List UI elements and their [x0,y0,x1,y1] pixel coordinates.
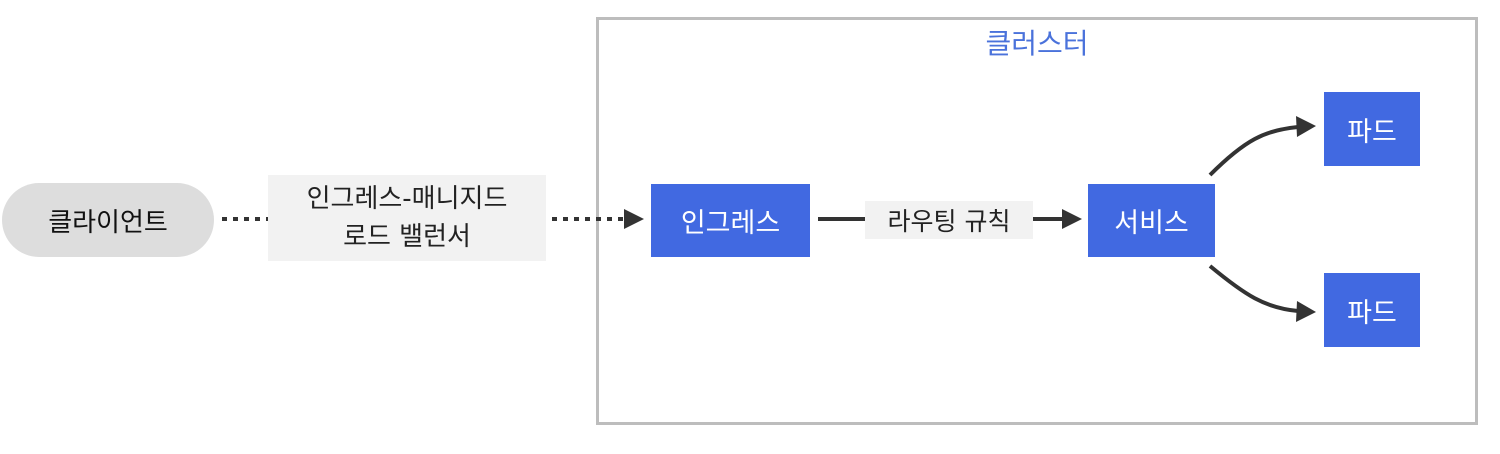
client-node: 클라이언트 [2,183,214,257]
load-balancer-line1: 인그레스-매니지드 [306,184,508,214]
client-to-ingress-arrowhead [624,209,644,229]
pod-label: 파드 [1347,116,1397,148]
routing-rule-label: 라우팅 규칙 [865,201,1033,239]
service-to-pod-bottom-arrow [1208,264,1299,313]
pod-label: 파드 [1347,297,1397,329]
ingress-node: 인그레스 [651,184,810,257]
cluster-label: 클러스터 [985,27,1089,60]
ingress-label: 인그레스 [680,208,781,239]
pod-node-top: 파드 [1324,92,1420,166]
load-balancer-label: 인그레스-매니지드 로드 밸런서 [268,175,546,261]
ingress-to-service-arrowhead [1062,209,1082,229]
service-label: 서비스 [1114,208,1189,239]
service-to-pod-top-arrow [1208,125,1299,177]
pod-node-bottom: 파드 [1324,273,1420,347]
client-label: 클라이언트 [48,207,168,238]
service-to-pod-top-arrowhead [1296,116,1316,137]
service-node: 서비스 [1088,184,1215,257]
load-balancer-line2: 로드 밸런서 [343,222,471,252]
routing-rule-text: 라우팅 규칙 [887,207,1011,236]
service-to-pod-bottom-arrowhead [1296,301,1316,322]
